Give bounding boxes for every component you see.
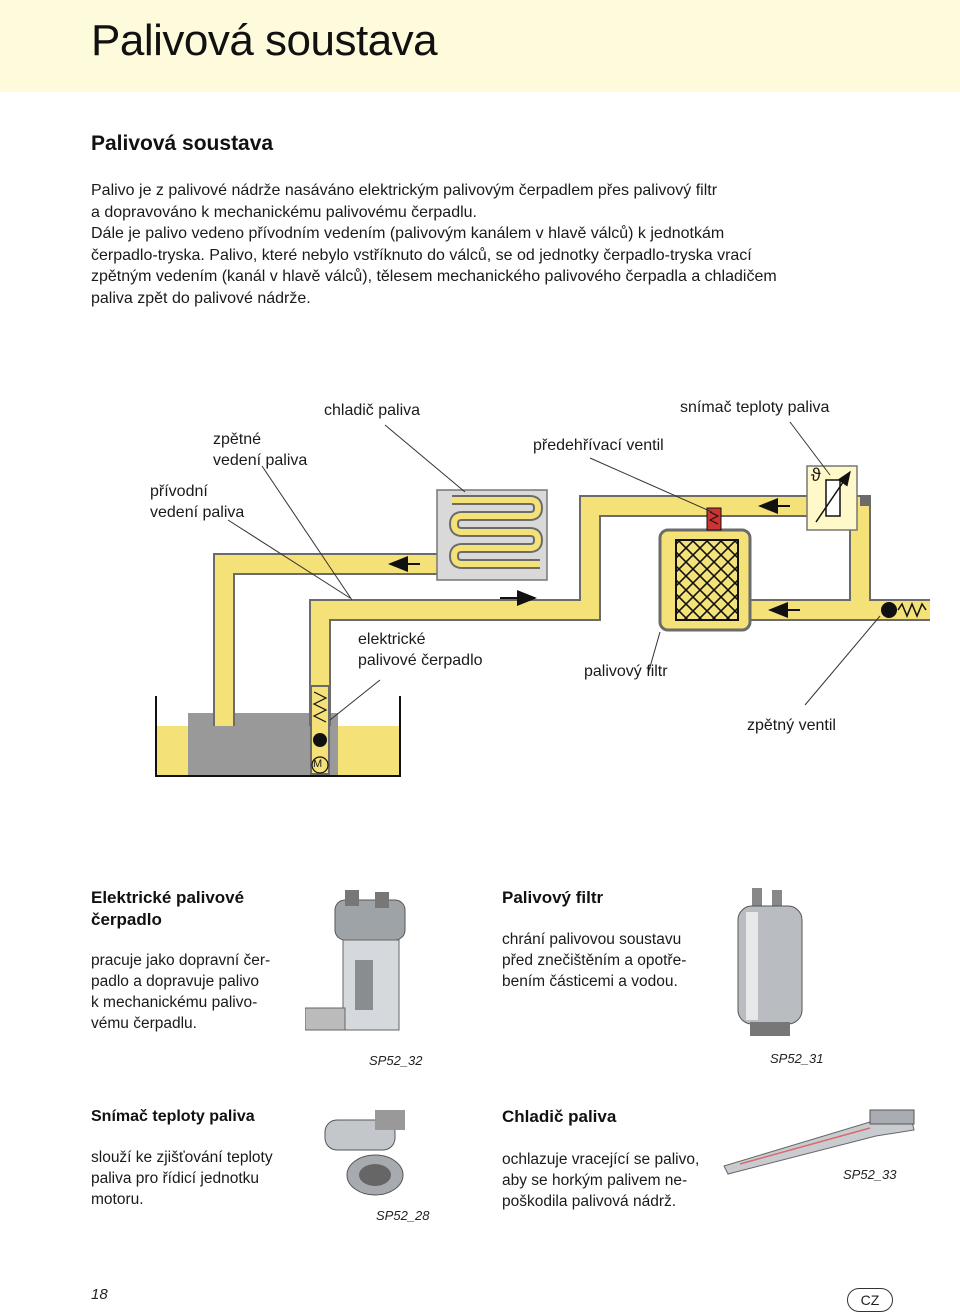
- component-text-pump: pracuje jako dopravní čer- padlo a dopra…: [91, 950, 270, 1034]
- component-text-line: poškodila palivová nádrž.: [502, 1193, 677, 1210]
- label-return-line-1: zpětné: [213, 431, 262, 448]
- image-code-cooler: SP52_33: [843, 1167, 897, 1182]
- component-text-line: motoru.: [91, 1191, 144, 1208]
- image-code-sensor: SP52_28: [376, 1208, 430, 1223]
- header-band: [0, 0, 960, 92]
- page-number: 18: [91, 1286, 108, 1303]
- component-text-filter: chrání palivovou soustavu před znečištěn…: [502, 929, 686, 992]
- label-electric-pump-2: palivové čerpadlo: [358, 652, 483, 669]
- intro-line: a dopravováno k mechanickému palivovému …: [91, 203, 477, 221]
- page-title: Palivová soustava: [91, 16, 438, 65]
- component-text-line: ochlazuje vracející se palivo,: [502, 1151, 700, 1168]
- component-title-line: čerpadlo: [91, 910, 162, 929]
- component-text-line: chrání palivovou soustavu: [502, 931, 682, 948]
- label-supply-line-2: vedení paliva: [150, 504, 245, 521]
- intro-line: čerpadlo-tryska. Palivo, které nebylo vs…: [91, 246, 752, 264]
- preheat-valve: [706, 507, 722, 531]
- label-supply-line: přívodní vedení paliva: [150, 481, 244, 523]
- fuel-filter: [658, 528, 752, 632]
- component-title-cooler: Chladič paliva: [502, 1106, 616, 1128]
- component-title-sensor: Snímač teploty paliva: [91, 1106, 255, 1128]
- component-text-line: aby se horkým palivem ne-: [502, 1172, 688, 1189]
- language-badge: CZ: [847, 1288, 893, 1312]
- electric-pump-photo: [305, 890, 406, 1031]
- fuel-filter-photo: [737, 888, 803, 1036]
- diagram-graphics: [155, 421, 930, 777]
- label-fuel-filter: palivový filtr: [584, 663, 668, 680]
- flow-arrows: [388, 498, 800, 618]
- image-code-pump: SP52_32: [369, 1053, 423, 1068]
- section-title: Palivová soustava: [91, 132, 274, 155]
- label-preheat-valve: předehřívací ventil: [533, 437, 664, 454]
- component-text-line: padlo a dopravuje palivo: [91, 973, 260, 990]
- intro-line: Palivo je z palivové nádrže nasáváno ele…: [91, 182, 718, 199]
- fuel-system-diagram: chladič paliva snímač teploty paliva zpě…: [0, 380, 960, 800]
- component-title-line: Chladič paliva: [502, 1107, 617, 1126]
- component-title-pump: Elektrické palivové čerpadlo: [91, 887, 244, 931]
- component-text-cooler: ochlazuje vracející se palivo, aby se ho…: [502, 1149, 699, 1212]
- leader-lines: [227, 421, 881, 721]
- component-text-line: před znečištěním a opotře-: [502, 952, 687, 969]
- component-text-line: paliva pro řídicí jednotku: [91, 1170, 260, 1187]
- theta-symbol: ϑ: [811, 465, 821, 485]
- component-text-line: k mechanickému palivo-: [91, 994, 258, 1011]
- intro-paragraph: Palivo je z palivové nádrže nasáváno ele…: [91, 180, 871, 309]
- electric-pump: [310, 685, 330, 775]
- label-temp-sensor: snímač teploty paliva: [680, 399, 830, 416]
- image-code-filter: SP52_31: [770, 1051, 824, 1066]
- label-electric-pump-1: elektrické: [358, 631, 426, 648]
- component-text-line: vému čerpadlu.: [91, 1015, 197, 1032]
- intro-line: zpětným vedením (kanál v hlavě válců), t…: [91, 268, 777, 285]
- label-electric-pump: elektrické palivové čerpadlo: [358, 629, 483, 671]
- label-fuel-cooler: chladič paliva: [324, 402, 421, 419]
- label-supply-line-1: přívodní: [150, 483, 208, 500]
- component-text-sensor: slouží ke zjišťování teploty paliva pro …: [91, 1147, 273, 1210]
- component-title-line: Elektrické palivové: [91, 888, 245, 907]
- check-valve: [881, 602, 927, 618]
- label-return-line: zpětné vedení paliva: [213, 429, 307, 471]
- temp-sensor-photo: [324, 1110, 405, 1196]
- intro-line: paliva zpět do palivové nádrže.: [91, 289, 311, 307]
- fuel-tank: [155, 696, 401, 777]
- fuel-cooler-photo: [723, 1109, 915, 1175]
- component-text-line: bením částicemi a vodou.: [502, 973, 678, 990]
- temp-sensor: [806, 465, 858, 531]
- component-title-line: Snímač teploty paliva: [91, 1108, 255, 1125]
- intro-line: Dále je palivo vedeno přívodním vedením …: [91, 225, 725, 242]
- component-title-filter: Palivový filtr: [502, 887, 603, 909]
- component-title-line: Palivový filtr: [502, 888, 604, 907]
- label-return-line-2: vedení paliva: [213, 452, 308, 469]
- label-check-valve: zpětný ventil: [747, 717, 836, 734]
- fuel-cooler: [436, 489, 548, 581]
- component-text-line: pracuje jako dopravní čer-: [91, 952, 271, 969]
- motor-symbol: M: [313, 758, 323, 770]
- component-text-line: slouží ke zjišťování teploty: [91, 1149, 273, 1166]
